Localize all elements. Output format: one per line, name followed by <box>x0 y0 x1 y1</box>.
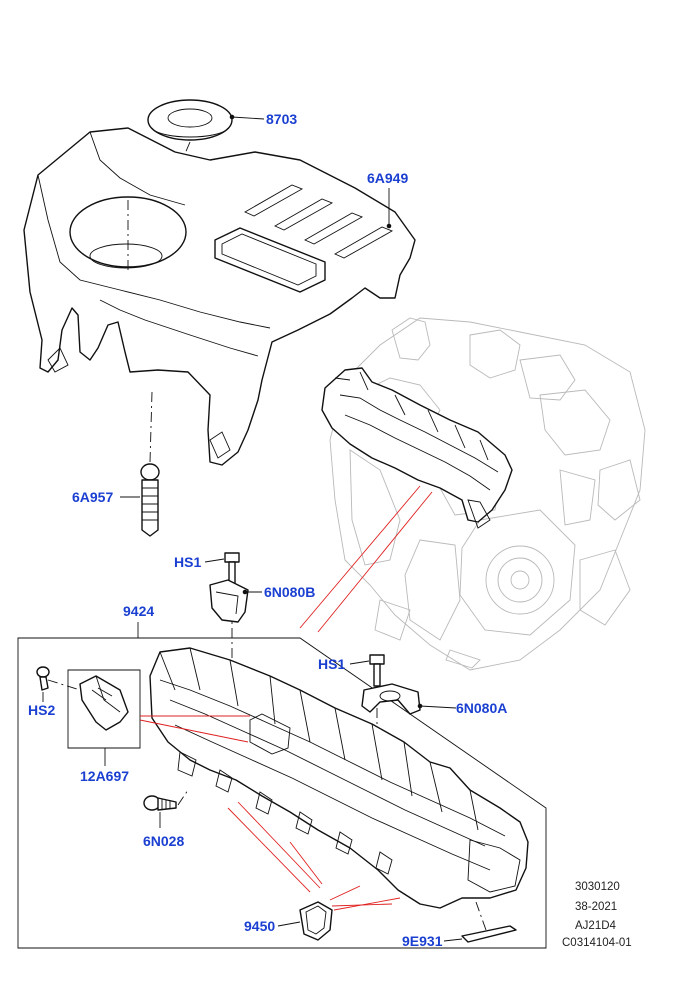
leader-dot-6A949 <box>386 223 392 229</box>
engine-cover-6A949 <box>23 127 416 466</box>
callout-HS2: HS2 <box>28 702 55 718</box>
alignment-line-sensor <box>47 679 81 691</box>
installed-manifold-detail <box>321 367 513 529</box>
bolt-hs1-upper <box>224 552 240 586</box>
gasket-9450 <box>299 901 333 941</box>
alignment-line-6N028 <box>177 789 189 806</box>
assembly-frame-9424 <box>17 637 547 949</box>
callout-HS1-upper: HS1 <box>174 554 201 570</box>
seal-9E931 <box>461 925 517 943</box>
leader-HS1-lower <box>349 660 370 665</box>
leader-9450 <box>277 921 301 927</box>
red-guide-lines-top <box>299 485 433 633</box>
callout-6N080A: 6N080A <box>456 700 507 716</box>
screw-HS2 <box>36 666 50 691</box>
callout-6A949: 6A949 <box>367 170 408 186</box>
leader-9E931 <box>443 938 463 942</box>
bolt-hs1-lower <box>369 654 385 687</box>
reference-line-2: 38-2021 <box>575 901 617 913</box>
callout-12A697: 12A697 <box>80 768 129 784</box>
leader-dot-6N080B <box>242 589 248 595</box>
callout-9E931: 9E931 <box>402 933 443 949</box>
red-guide-lines-assembly <box>139 715 401 911</box>
leader-6N080A <box>419 705 457 709</box>
reference-block: 3030120 38-2021 AJ21D4 C0314104-01 <box>562 881 632 949</box>
reference-line-3: AJ21D4 <box>575 920 617 932</box>
callout-6N080B: 6N080B <box>264 584 315 600</box>
leader-HS1-upper <box>204 558 225 563</box>
intake-manifold-9424 <box>149 647 529 909</box>
bracket-6N080A <box>361 683 421 715</box>
leader-8703 <box>231 116 265 120</box>
callout-6A957: 6A957 <box>72 489 113 505</box>
callout-9450: 9450 <box>244 918 275 934</box>
reference-line-4: C0314104-01 <box>562 937 632 949</box>
bracket-6N080B <box>209 579 249 623</box>
alignment-line-9E931 <box>475 901 487 931</box>
screw-6N028 <box>143 795 177 811</box>
sensor-detail-box <box>67 669 141 749</box>
grommet-8703 <box>147 99 233 141</box>
alignment-line-stud <box>149 391 153 463</box>
reference-line-1: 3030120 <box>575 881 620 893</box>
callout-6N028: 6N028 <box>143 833 184 849</box>
leader-dot-8703 <box>229 114 235 120</box>
callout-HS1-lower: HS1 <box>318 656 345 672</box>
callout-8703: 8703 <box>266 111 297 127</box>
stud-6A957 <box>140 463 160 537</box>
leader-dot-6N080A <box>417 703 423 709</box>
sensor-12A697 <box>79 675 129 731</box>
callout-9424: 9424 <box>123 603 154 619</box>
